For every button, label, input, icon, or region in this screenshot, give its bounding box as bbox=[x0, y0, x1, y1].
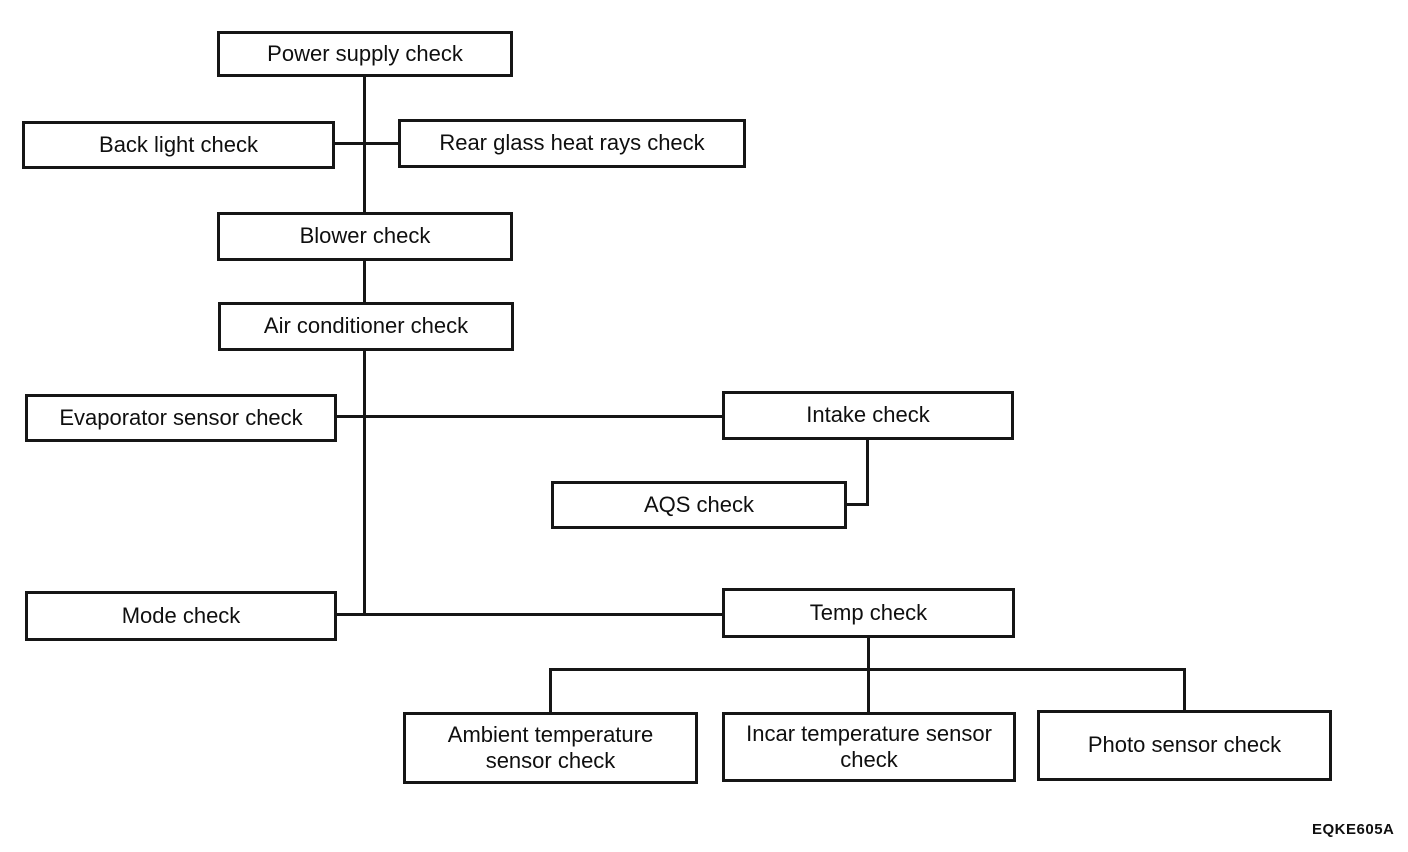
node-label: Ambient temperature sensor check bbox=[447, 721, 654, 773]
node-label: Evaporator sensor check bbox=[59, 404, 303, 430]
node-label: Intake check bbox=[806, 402, 930, 428]
connector-airconditioner-to-modetemp bbox=[363, 351, 366, 616]
node-rear-glass-heat-rays-check: Rear glass heat rays check bbox=[398, 119, 746, 168]
connector-backlight-rearglass bbox=[335, 142, 398, 145]
node-label: Rear glass heat rays check bbox=[439, 130, 705, 156]
node-aqs-check: AQS check bbox=[551, 481, 847, 529]
connector-mode-temp bbox=[337, 613, 722, 616]
node-photo-sensor-check: Photo sensor check bbox=[1037, 710, 1332, 781]
connector-temp-down bbox=[867, 638, 870, 712]
connector-evaporator-intake bbox=[337, 415, 722, 418]
node-incar-temperature-sensor-check: Incar temperature sensor check bbox=[722, 712, 1016, 782]
connector-temp-distribution bbox=[549, 668, 1186, 671]
node-label: Photo sensor check bbox=[1087, 732, 1282, 758]
connector-blower-to-airconditioner bbox=[363, 261, 366, 302]
connector-intake-down bbox=[866, 440, 869, 506]
node-air-conditioner-check: Air conditioner check bbox=[218, 302, 514, 351]
node-label: Power supply check bbox=[267, 40, 463, 66]
node-label: Back light check bbox=[99, 131, 258, 157]
node-blower-check: Blower check bbox=[217, 212, 513, 261]
node-ambient-temperature-sensor-check: Ambient temperature sensor check bbox=[403, 712, 698, 784]
node-label: Incar temperature sensor check bbox=[746, 720, 992, 772]
node-label: Mode check bbox=[121, 602, 241, 628]
node-power-supply-check: Power supply check bbox=[217, 31, 513, 77]
node-label: Air conditioner check bbox=[263, 313, 469, 339]
node-temp-check: Temp check bbox=[722, 588, 1015, 638]
connector-into-aqs bbox=[846, 503, 869, 506]
node-mode-check: Mode check bbox=[25, 591, 337, 641]
node-label: AQS check bbox=[643, 491, 755, 517]
node-intake-check: Intake check bbox=[722, 391, 1014, 440]
node-evaporator-sensor-check: Evaporator sensor check bbox=[25, 394, 337, 442]
node-back-light-check: Back light check bbox=[22, 121, 335, 169]
connector-drop-ambient bbox=[549, 668, 552, 712]
node-label: Blower check bbox=[299, 223, 431, 249]
connector-drop-photo bbox=[1183, 668, 1186, 710]
figure-code: EQKE605A bbox=[1312, 821, 1395, 838]
node-label: Temp check bbox=[809, 599, 928, 625]
